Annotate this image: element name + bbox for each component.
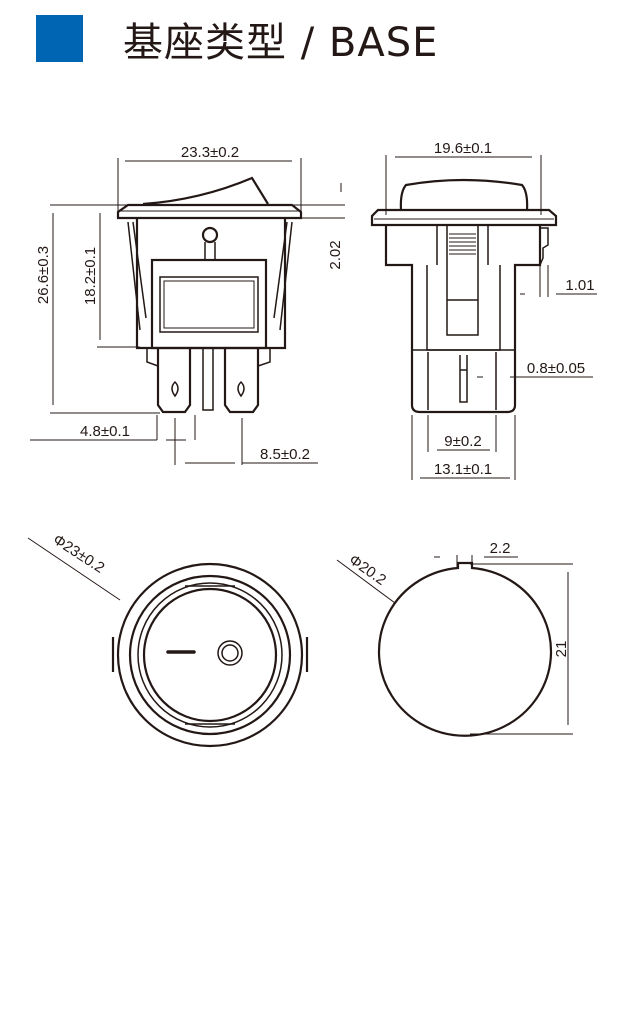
dim-side-width: 19.6±0.1 bbox=[434, 140, 492, 157]
side-view: 19.6±0.1 1.01 0.8±0.05 9±0.2 13.1±0.1 bbox=[370, 140, 597, 480]
dim-clip: 1.01 bbox=[565, 277, 594, 294]
front-view: 23.3±0.2 2.02 26.6±0.3 18.2±0.1 4.8±0.1 … bbox=[30, 144, 345, 465]
dim-total-height: 26.6±0.3 bbox=[35, 246, 52, 304]
dim-cutout-diameter: Φ20.2 bbox=[346, 551, 389, 589]
panel-cutout: 2.2 21 Φ20.2 bbox=[336, 540, 573, 737]
header-accent-square bbox=[36, 15, 83, 62]
dim-flange: 2.02 bbox=[327, 240, 344, 269]
dim-body-height: 18.2±0.1 bbox=[82, 247, 99, 305]
dim-width: 23.3±0.2 bbox=[181, 144, 239, 161]
top-view: Φ23±0.2 bbox=[27, 531, 309, 748]
dim-pin-thickness: 0.8±0.05 bbox=[527, 360, 585, 377]
dim-body-width: 13.1±0.1 bbox=[434, 461, 492, 478]
dim-terminal-pitch: 8.5±0.2 bbox=[260, 446, 310, 463]
dim-bezel-diameter: Φ23±0.2 bbox=[50, 531, 108, 577]
dim-pin-span: 9±0.2 bbox=[444, 433, 481, 450]
dim-notch: 2.2 bbox=[490, 540, 511, 557]
page-title: 基座类型 / BASE bbox=[123, 20, 439, 66]
dim-cutout-height: 21 bbox=[553, 641, 570, 658]
dim-terminal-width: 4.8±0.1 bbox=[80, 423, 130, 440]
